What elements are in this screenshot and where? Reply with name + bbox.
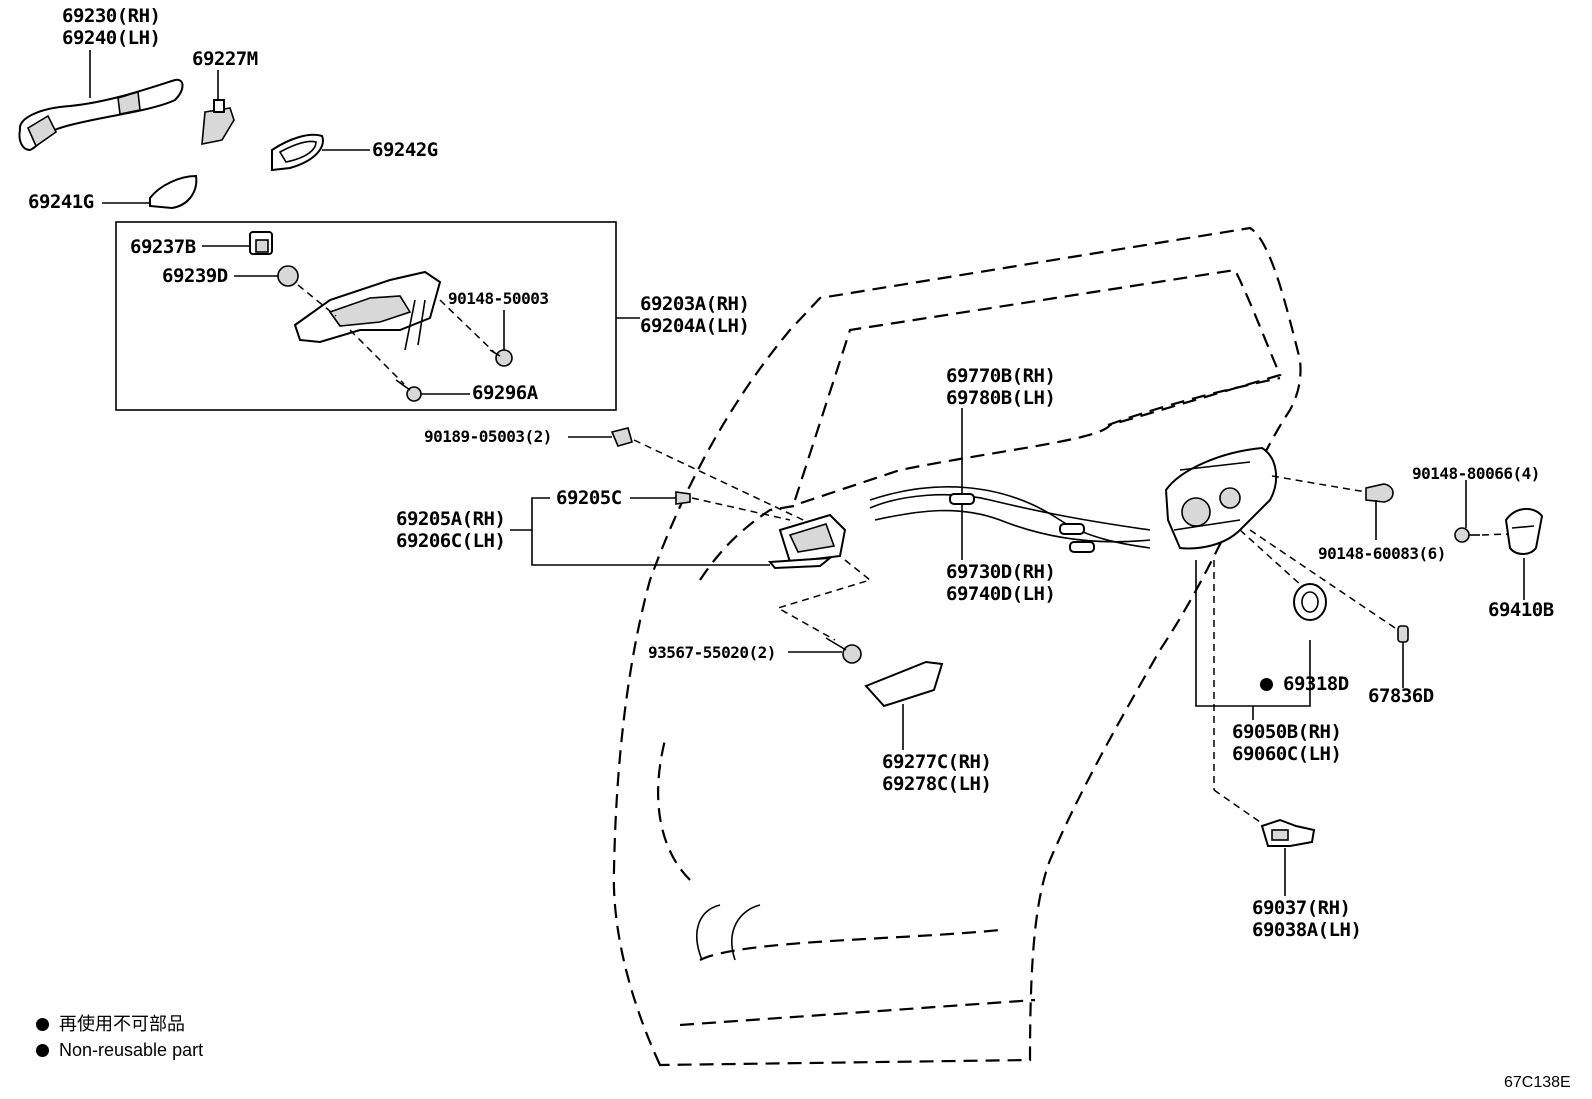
clip-69205C xyxy=(675,491,691,505)
label-69038A: 69038A(LH) xyxy=(1252,919,1362,941)
label-69205C: 69205C xyxy=(556,487,622,509)
door-lock-assembly xyxy=(1164,446,1278,550)
legend-japanese-text: 再使用不可部品 xyxy=(59,1014,185,1034)
screw-69296A xyxy=(395,379,422,402)
label-69230: 69230(RH) xyxy=(62,5,161,27)
label-90148-80066: 90148-80066(4) xyxy=(1412,464,1540,483)
label-69240: 69240(LH) xyxy=(62,27,161,49)
label-69239D: 69239D xyxy=(162,265,228,287)
label-69206C: 69206C(LH) xyxy=(396,530,506,552)
cylinder-cover xyxy=(864,660,944,708)
label-69204A: 69204A(LH) xyxy=(640,315,750,337)
door-lock-cables xyxy=(869,486,1151,553)
screw-93567 xyxy=(825,637,862,664)
label-90148-60083: 90148-60083(6) xyxy=(1318,544,1446,563)
handle-frame xyxy=(293,270,442,351)
door-outline xyxy=(612,226,1302,1067)
label-67836D: 67836D xyxy=(1368,685,1434,707)
label-93567-55020: 93567-55020(2) xyxy=(648,643,776,662)
lock-cylinder xyxy=(767,513,847,570)
label-69277C: 69277C(RH) xyxy=(882,751,992,773)
screw-90148-60083 xyxy=(1365,483,1394,503)
legend-dot-icon xyxy=(36,1044,49,1057)
label-69060C: 69060C(LH) xyxy=(1232,743,1342,765)
label-69740D: 69740D(LH) xyxy=(946,583,1056,605)
door-striker xyxy=(1504,508,1544,555)
seal-washer xyxy=(1293,583,1327,621)
label-69730D: 69730D(RH) xyxy=(946,561,1056,583)
label-69780B: 69780B(LH) xyxy=(946,387,1056,409)
label-90148-50003: 90148-50003 xyxy=(448,289,549,308)
frame-grommet xyxy=(277,265,299,287)
label-69296A: 69296A xyxy=(472,382,538,404)
label-69205A: 69205A(RH) xyxy=(396,508,506,530)
legend-dot-icon xyxy=(36,1018,49,1031)
screw-90148-80066 xyxy=(1454,527,1480,543)
label-69237B: 69237B xyxy=(130,236,196,258)
label-69318D-text: 69318D xyxy=(1283,673,1349,695)
legend-japanese: 再使用不可部品 xyxy=(36,1014,185,1034)
clip-90189 xyxy=(610,427,633,447)
label-69242G: 69242G xyxy=(372,139,438,161)
lock-rod-connector xyxy=(1260,818,1316,847)
label-69278C: 69278C(LH) xyxy=(882,773,992,795)
cushion-67836D xyxy=(1397,625,1409,643)
label-69770B: 69770B(RH) xyxy=(946,365,1056,387)
frame-pad-piece xyxy=(249,231,273,255)
legend-english-text: Non-reusable part xyxy=(59,1040,204,1060)
label-69037: 69037(RH) xyxy=(1252,897,1351,919)
label-69203A: 69203A(RH) xyxy=(640,293,750,315)
label-69318D: 69318D xyxy=(1260,674,1349,695)
label-69050B: 69050B(RH) xyxy=(1232,721,1342,743)
non-reusable-dot-icon xyxy=(1260,678,1273,691)
label-90189-05003: 90189-05003(2) xyxy=(424,427,552,446)
handle-cap-sensor xyxy=(201,99,235,145)
handle-pad-front xyxy=(149,174,198,210)
legend-english: Non-reusable part xyxy=(36,1040,203,1060)
diagram-code: 67C138E xyxy=(1504,1074,1571,1091)
label-69410B: 69410B xyxy=(1488,599,1554,621)
label-69227M: 69227M xyxy=(192,48,258,70)
label-69241G: 69241G xyxy=(28,191,94,213)
handle-pad-rear xyxy=(271,133,324,172)
frame-assembly-box xyxy=(115,221,617,411)
outside-handle xyxy=(18,78,184,152)
